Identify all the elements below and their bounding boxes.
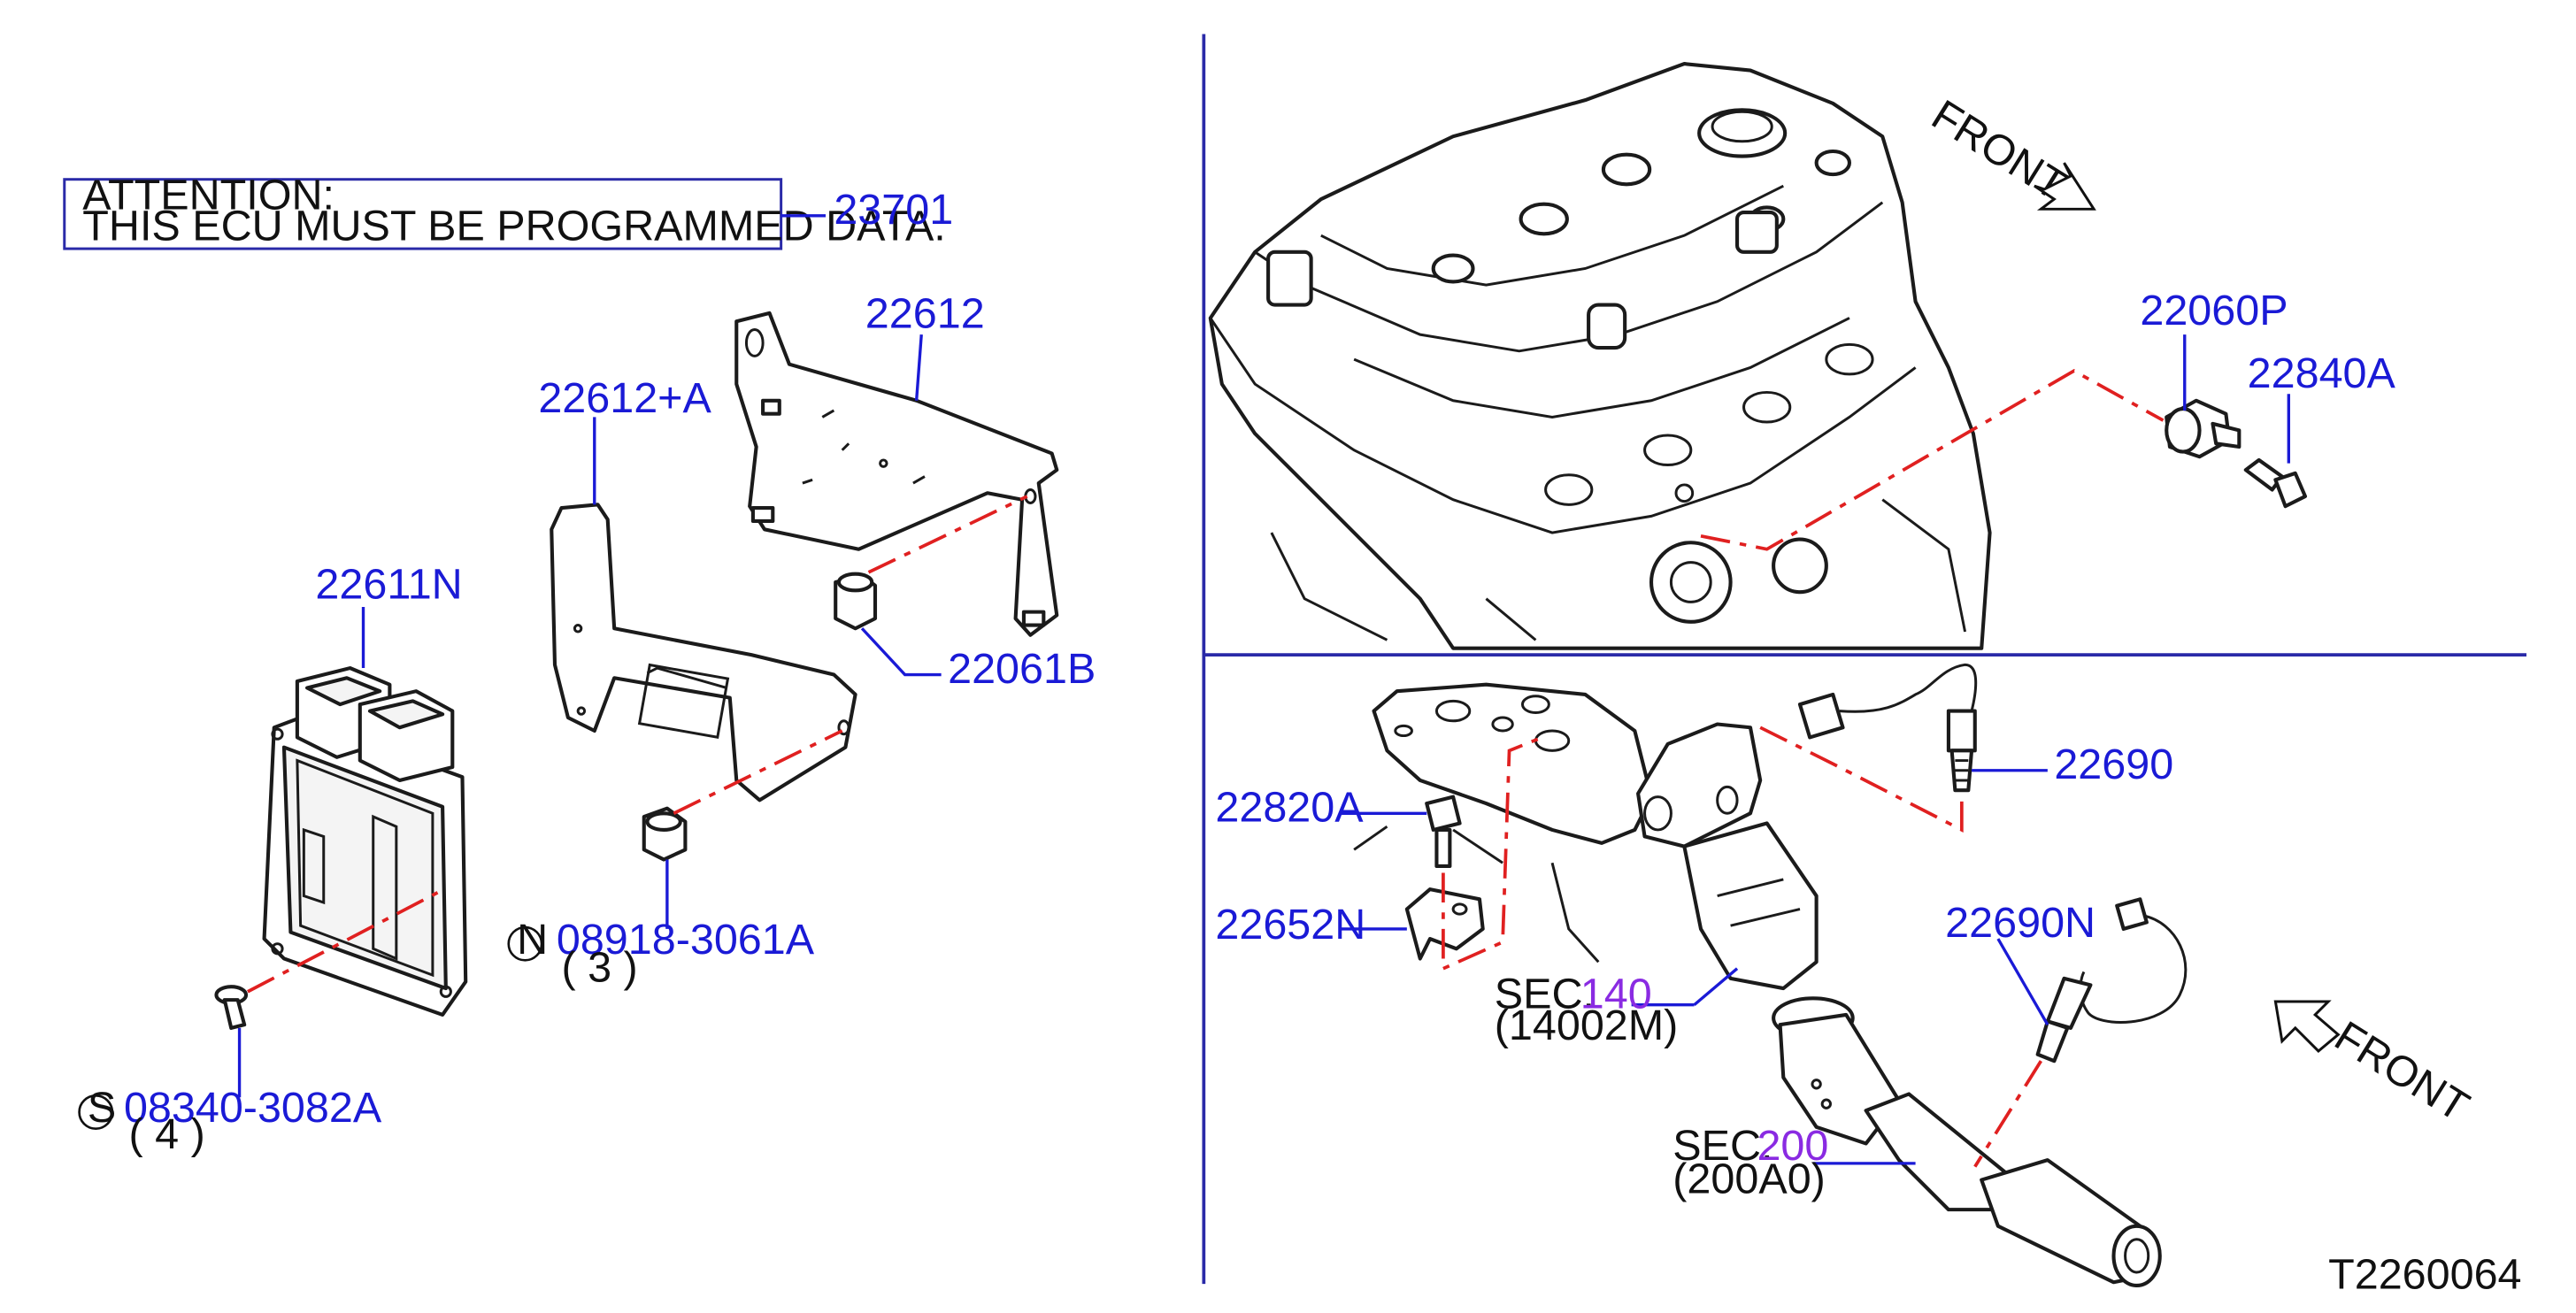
part-label-22061b[interactable]: 22061B bbox=[948, 645, 1096, 693]
part-label-22611n[interactable]: 22611N bbox=[315, 561, 462, 609]
sec-200-number[interactable]: 200 bbox=[1757, 1122, 1828, 1170]
bracket-mount-lines bbox=[1442, 735, 1543, 971]
nut-symbol-circle bbox=[507, 925, 543, 962]
knock-sensor: 22060P bbox=[2140, 287, 2288, 459]
exhaust-head-section bbox=[1353, 682, 1654, 964]
front-arrow-icon-lower bbox=[2273, 1000, 2341, 1053]
sec-200-prefix: SEC. bbox=[1672, 1122, 1772, 1170]
part-label-22612-a[interactable]: 22612+A bbox=[538, 374, 711, 422]
part-label-22060p[interactable]: 22060P bbox=[2140, 287, 2288, 334]
part-label-22690[interactable]: 22690 bbox=[2054, 741, 2173, 788]
nut-08918: N 08918-3061A ( 3 ) bbox=[507, 806, 815, 992]
o2-sensor-rear: 22690N bbox=[1945, 897, 2188, 1168]
screw-08340: S 08340-3082A ( 4 ) bbox=[78, 985, 382, 1158]
attention-text: THIS ECU MUST BE PROGRAMMED DATA. bbox=[82, 203, 945, 250]
bolt-22820a: 22820A bbox=[1215, 784, 1462, 869]
screw-symbol-circle bbox=[78, 1094, 114, 1130]
front-arrow-upper: FRONT bbox=[1924, 91, 2096, 211]
part-label-22690n[interactable]: 22690N bbox=[1945, 899, 2095, 947]
sec-200-ref: SEC. 200 (200A0) bbox=[1672, 1122, 1916, 1202]
ecu-module: 22611N bbox=[262, 561, 468, 1017]
o2-sensor-front: 22690 bbox=[1759, 663, 2173, 833]
part-label-23701[interactable]: 23701 bbox=[834, 186, 953, 234]
sec-200-ref: (200A0) bbox=[1672, 1155, 1826, 1202]
part-label-22652n[interactable]: 22652N bbox=[1215, 901, 1365, 948]
sec-140-prefix: SEC. bbox=[1495, 970, 1595, 1017]
nut-quantity: ( 3 ) bbox=[561, 944, 637, 992]
part-label-08918-3061a[interactable]: 08918-3061A bbox=[557, 916, 815, 964]
grommet-22061b: 22061B bbox=[834, 572, 1096, 693]
screw-quantity: ( 4 ) bbox=[129, 1110, 205, 1158]
nut-symbol: N bbox=[517, 916, 548, 964]
sensor-bracket-22652n: 22652N bbox=[1215, 887, 1485, 961]
bracket-lower: 22612+A bbox=[538, 374, 857, 802]
bracket-upper: 22612 bbox=[734, 290, 1059, 637]
front-label-lower: FRONT bbox=[2326, 1012, 2477, 1131]
front-arrow-icon-upper bbox=[2034, 162, 2096, 211]
engine-block bbox=[1208, 62, 1992, 650]
part-label-22612[interactable]: 22612 bbox=[865, 290, 985, 338]
front-arrow-lower: FRONT bbox=[2273, 1000, 2477, 1131]
part-label-22820a[interactable]: 22820A bbox=[1215, 784, 1364, 832]
part-label-22840a[interactable]: 22840A bbox=[2248, 349, 2396, 397]
knock-sensor-bolt: 22840A bbox=[2243, 349, 2396, 509]
sec-140-ref: (14002M) bbox=[1495, 1002, 1679, 1049]
diagram-id: T2260064 bbox=[2328, 1251, 2521, 1299]
sec-140-ref: SEC. 140 (14002M) bbox=[1495, 967, 1739, 1049]
screw-symbol: S bbox=[88, 1084, 116, 1132]
knock-sensor-mount-line bbox=[1700, 369, 2165, 551]
sec-140-number[interactable]: 140 bbox=[1580, 970, 1652, 1017]
attention-box: ATTENTION: THIS ECU MUST BE PROGRAMMED D… bbox=[63, 171, 953, 250]
part-label-08340-3082a[interactable]: 08340-3082A bbox=[124, 1084, 382, 1132]
left-mounting-lines bbox=[247, 495, 1028, 994]
exhaust-manifold bbox=[1636, 722, 2162, 1288]
attention-title: ATTENTION: bbox=[82, 171, 334, 219]
